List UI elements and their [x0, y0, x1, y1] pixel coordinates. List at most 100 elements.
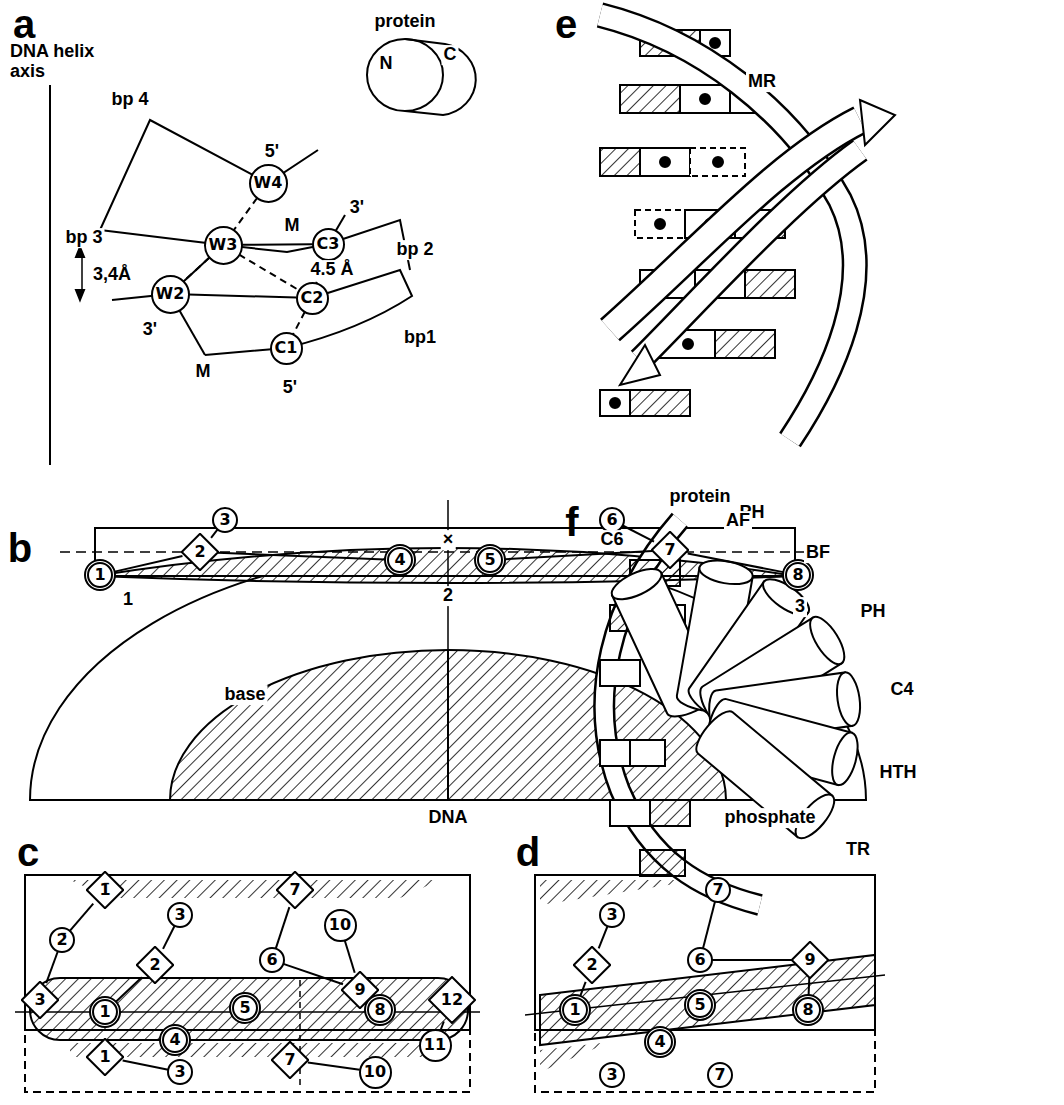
art-ellipse [827, 730, 862, 788]
node-text: 3 [219, 512, 230, 528]
residue-circle: W2 [151, 275, 190, 314]
residue-diamond: 2 [136, 946, 174, 984]
residue-circle: 6 [599, 507, 625, 533]
bond-line [293, 312, 305, 334]
panel-c-art [15, 875, 480, 1092]
annotation-label: DNA helix axis [8, 42, 107, 82]
residue-circle: 10 [359, 1056, 392, 1089]
bond-line [276, 907, 290, 948]
art-circle [713, 157, 723, 167]
residue-diamond: 7 [651, 531, 689, 569]
node-text: W2 [156, 286, 185, 302]
node-text: 9 [804, 952, 815, 968]
node-text: 6 [606, 512, 617, 528]
diamond-shape [652, 532, 688, 568]
art-ellipse [834, 671, 863, 728]
art-path [540, 880, 700, 905]
annotation-label: TR [844, 840, 872, 860]
node-text: C1 [275, 340, 298, 356]
art-rect [610, 800, 650, 826]
node-text: 8 [374, 1002, 385, 1018]
diamond-shape [429, 977, 475, 1023]
art-path [70, 880, 440, 898]
residue-diamond: 2 [573, 946, 611, 984]
annotation-label: base [222, 685, 267, 705]
residue-circle: C3 [312, 228, 345, 261]
bond-line [599, 926, 608, 948]
node-text: 5 [694, 997, 705, 1013]
annotation-label: N [378, 54, 395, 74]
annotation-label: 3 [793, 597, 807, 617]
bond-line [234, 198, 257, 230]
panel-letter: c [15, 830, 41, 874]
residue-circle: 7 [707, 1062, 733, 1088]
residue-circle: 5 [684, 989, 716, 1021]
node-text: 7 [284, 1052, 295, 1068]
bond-line [218, 553, 385, 560]
annotation-label: 3' [141, 320, 159, 340]
art-path [100, 120, 318, 230]
residue-diamond: 2 [181, 533, 219, 571]
annotation-label: protein [373, 12, 438, 32]
annotation-label: × [441, 530, 456, 550]
art-rect [600, 390, 630, 416]
node-text: 7 [712, 882, 723, 898]
residue-circle: 7 [705, 877, 731, 903]
art-circle [655, 219, 665, 229]
art-g [607, 557, 863, 844]
residue-circle: 1 [559, 994, 591, 1026]
bond-line [70, 904, 93, 931]
annotation-label: 1 [121, 590, 135, 610]
panel-letter: b [6, 526, 34, 570]
annotation-label: phosphate [722, 808, 817, 828]
annotation-label: 5' [281, 378, 299, 398]
residue-circle: 5 [474, 544, 506, 576]
art-g [600, 15, 860, 440]
annotation-label: bp 4 [109, 90, 150, 110]
residue-diamond: 1 [86, 1038, 124, 1076]
art-polygon [76, 290, 84, 300]
node-text: 4 [654, 1034, 665, 1050]
bond-line [123, 1061, 169, 1070]
bond-line [163, 926, 175, 949]
annotation-label: C4 [888, 680, 915, 700]
art-path [170, 650, 726, 800]
annotation-label: bp1 [402, 328, 438, 348]
node-text: 6 [266, 952, 277, 968]
annotation-label: C6 [598, 530, 625, 550]
panel-f-art [600, 520, 863, 905]
residue-diamond: 3 [21, 981, 59, 1019]
node-text: 2 [149, 957, 160, 973]
node-text: 2 [194, 544, 205, 560]
panel-letter: e [553, 2, 579, 46]
diamond-shape [22, 982, 58, 1018]
panel-letter: d [514, 830, 542, 874]
residue-circle: 3 [167, 1059, 193, 1085]
art-rect [635, 210, 685, 238]
art-line [447, 500, 449, 650]
art-rect [745, 270, 795, 298]
annotation-label: protein [668, 487, 733, 507]
art-path [610, 120, 860, 330]
diamond-shape [87, 872, 123, 908]
node-text: 7 [289, 882, 300, 898]
annotation-label: AF [724, 511, 752, 531]
node-text: 8 [792, 567, 803, 583]
annotation-label: 4.5 Å [308, 260, 355, 280]
art-path [640, 150, 860, 360]
residue-circle: C1 [270, 332, 303, 365]
art-line [60, 551, 830, 553]
residue-circle: 6 [687, 947, 713, 973]
node-text: 9 [354, 982, 365, 998]
diamond-shape [277, 872, 313, 908]
art-rect [650, 800, 690, 826]
node-text: 2 [586, 957, 597, 973]
panel-letter: f [563, 500, 580, 544]
bond-line [580, 982, 585, 996]
art-polygon [860, 100, 895, 145]
panel-d-art [525, 875, 885, 1092]
art-rect [690, 148, 745, 176]
bond-line [688, 553, 784, 572]
